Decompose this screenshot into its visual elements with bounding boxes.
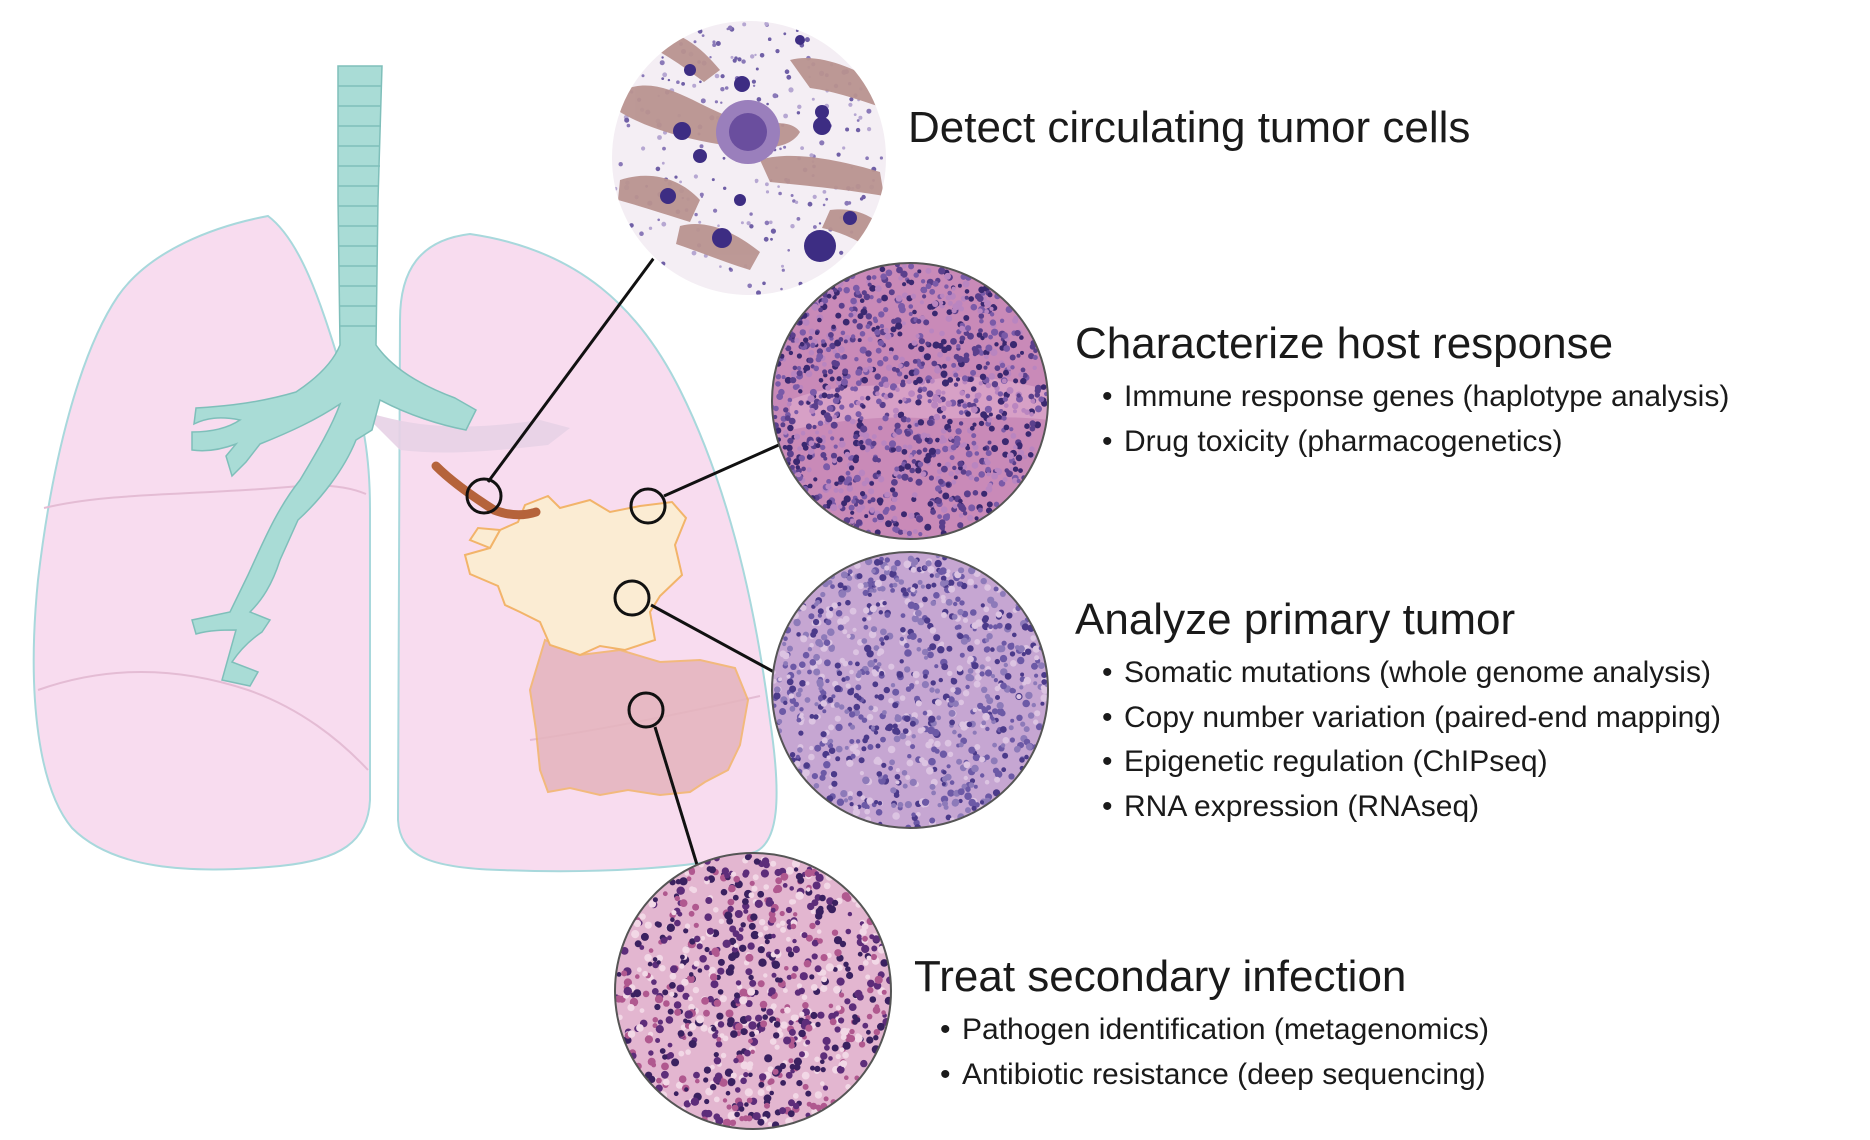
left-lung [32,214,371,871]
sample-site-marker [629,487,667,525]
infection-bullet-list: Pathogen identification (metagenomics) A… [940,1008,1489,1097]
connector-line [663,438,791,498]
host-bullet-list: Immune response genes (haplotype analysi… [1102,375,1729,464]
connector-line [650,603,786,680]
primary-bullet-list: Somatic mutations (whole genome analysis… [1102,651,1721,829]
connector-line [486,246,664,483]
bullet-item: Drug toxicity (pharmacogenetics) [1102,420,1729,465]
infection-heading: Treat secondary infection [914,952,1407,1001]
primary-heading: Analyze primary tumor [1075,595,1516,644]
bullet-item: Somatic mutations (whole genome analysis… [1102,651,1721,696]
connector-line [653,726,700,869]
bullet-item: Epigenetic regulation (ChIPseq) [1102,740,1721,785]
bullet-item: Immune response genes (haplotype analysi… [1102,375,1729,420]
circulating-heading: Detect circulating tumor cells [908,103,1471,152]
bullet-item: Antibiotic resistance (deep sequencing) [940,1053,1489,1098]
sample-site-marker [465,477,503,515]
blood-smear-micrograph [611,20,887,296]
bullet-item: Pathogen identification (metagenomics) [940,1008,1489,1053]
infected-region [528,638,750,797]
trachea [191,65,477,687]
tumor-tissue-micrograph [772,552,1048,828]
host-heading: Characterize host response [1075,319,1614,368]
bullet-item: Copy number variation (paired-end mappin… [1102,696,1721,741]
infected-tissue-micrograph [615,853,891,1129]
sample-site-marker [613,579,651,617]
bullet-item: RNA expression (RNAseq) [1102,785,1721,830]
sample-site-marker [627,691,665,729]
host-tissue-micrograph [772,263,1048,539]
